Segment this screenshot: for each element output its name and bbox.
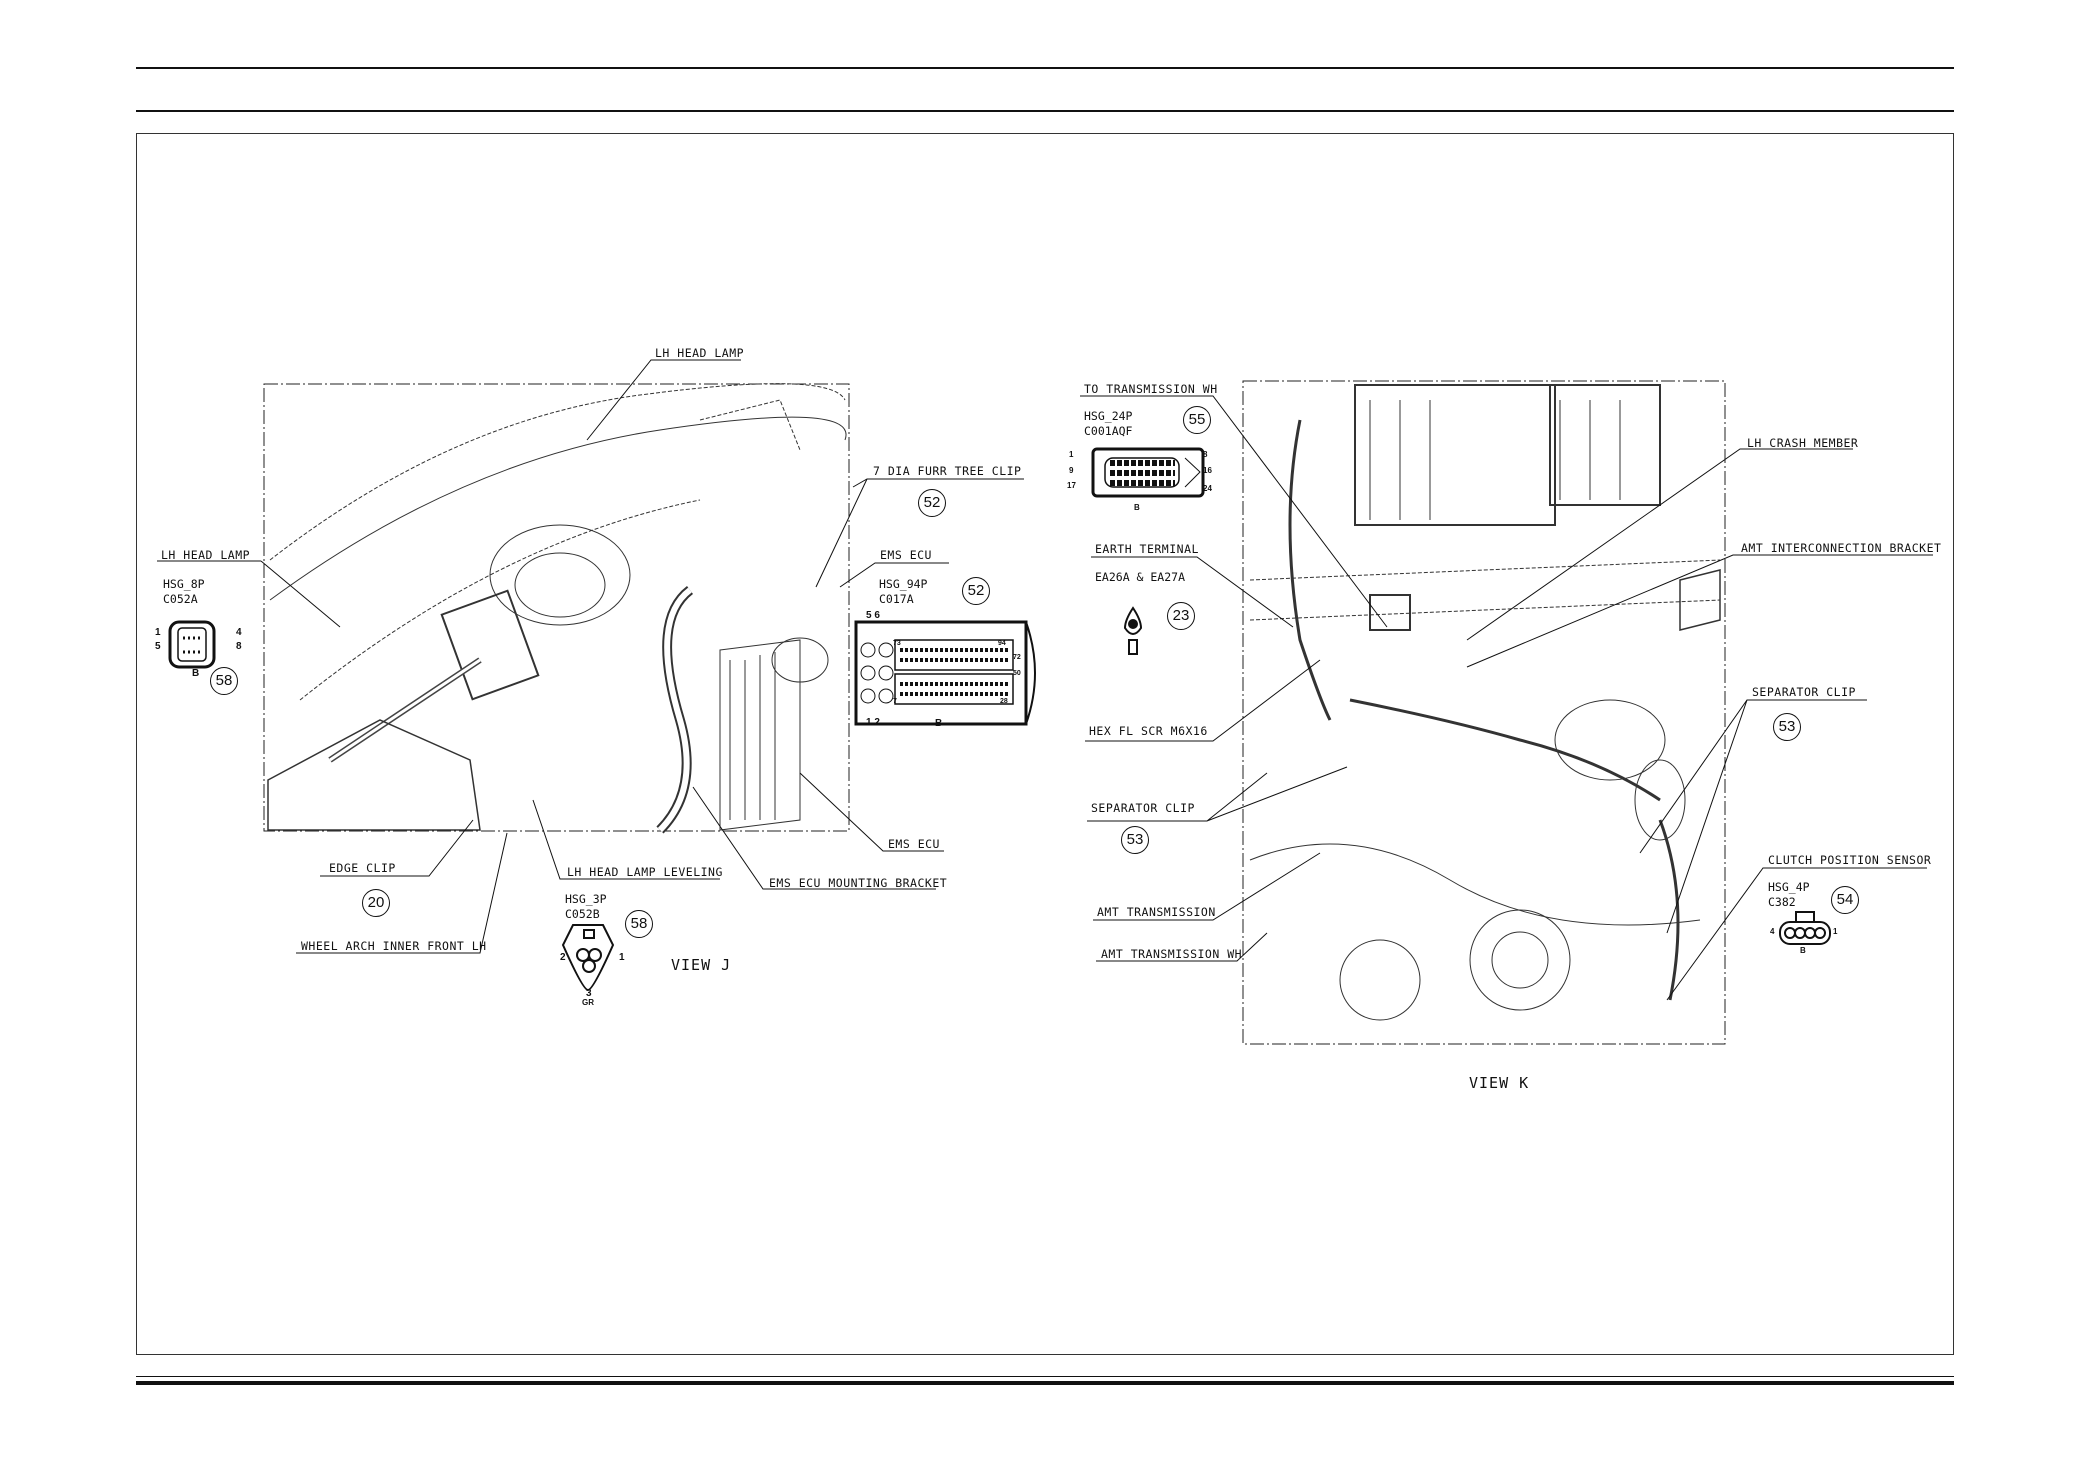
transmission-pin: 16	[1203, 466, 1212, 475]
transmission-connector-icon	[1091, 447, 1205, 498]
callout-leveling: 58	[625, 910, 653, 938]
ecu-code: C017A	[879, 592, 914, 606]
callout-clutch: 54	[1831, 886, 1859, 914]
leveling-connector-icon	[561, 924, 615, 992]
ecu-pin: 28	[1000, 698, 1008, 705]
ecu-side: B	[935, 718, 943, 729]
ecu-pin: 72	[1013, 654, 1021, 661]
leveling-pin: 2	[560, 952, 566, 963]
label-ems-ecu-top: EMS ECU	[880, 548, 932, 562]
label-lh-crash-member: LH CRASH MEMBER	[1747, 436, 1859, 450]
label-amt-transmission-wh: AMT TRANSMISSION WH	[1101, 947, 1243, 961]
transmission-side: B	[1134, 503, 1140, 512]
footer-rule-thin	[136, 1376, 1954, 1377]
label-edge-clip: EDGE CLIP	[329, 861, 396, 875]
ecu-pin: 5 6	[866, 610, 880, 621]
label-lh-head-lamp-leveling: LH HEAD LAMP LEVELING	[567, 865, 723, 879]
ecu-pin: 7	[893, 698, 897, 705]
clutch-pin: 1	[1833, 927, 1838, 936]
head-lamp-housing: HSG_8P	[163, 577, 205, 591]
label-lh-head-lamp-top: LH HEAD LAMP	[655, 346, 745, 360]
view-k-illustration	[1249, 384, 1721, 1021]
callout-furr-clip: 52	[918, 489, 946, 517]
clutch-connector-icon	[1779, 911, 1831, 945]
view-k-title: VIEW K	[1469, 1074, 1530, 1092]
callout-earth: 23	[1167, 602, 1195, 630]
label-lh-head-lamp-left: LH HEAD LAMP	[161, 548, 251, 562]
transmission-pin: 9	[1069, 466, 1074, 475]
transmission-pin: 24	[1203, 484, 1212, 493]
earth-code: EA26A & EA27A	[1095, 570, 1186, 584]
label-amt-transmission: AMT TRANSMISSION	[1097, 905, 1216, 919]
view-j-frame	[263, 383, 850, 832]
transmission-housing: HSG_24P	[1084, 409, 1133, 423]
view-j-title: VIEW J	[671, 956, 732, 974]
callout-separator-left: 53	[1121, 826, 1149, 854]
transmission-code: C001AQF	[1084, 424, 1133, 438]
earth-terminal-icon	[1123, 606, 1143, 655]
ecu-pin: 50	[1013, 670, 1021, 677]
header-rule-top	[136, 67, 1954, 69]
ecu-pin: 94	[998, 640, 1006, 647]
leveling-pin: 1	[619, 952, 625, 963]
leveling-pin: 3	[586, 988, 592, 999]
header-rule-bottom	[136, 110, 1954, 112]
label-earth-terminal: EARTH TERMINAL	[1095, 542, 1199, 556]
leveling-housing: HSG_3P	[565, 892, 607, 906]
head-lamp-side: B	[192, 668, 200, 679]
label-ems-ecu-bracket: EMS ECU MOUNTING BRACKET	[769, 876, 948, 890]
head-lamp-pin: 8	[236, 641, 242, 652]
head-lamp-pin: 1	[155, 627, 161, 638]
label-wheel-arch: WHEEL ARCH INNER FRONT LH	[301, 939, 487, 953]
callout-head-lamp: 58	[210, 667, 238, 695]
label-ems-ecu-bottom: EMS ECU	[888, 837, 940, 851]
callout-ems-ecu: 52	[962, 577, 990, 605]
callout-edge-clip: 20	[362, 889, 390, 917]
ecu-pin: 73	[893, 640, 901, 647]
leveling-code: C052B	[565, 907, 600, 921]
ecu-connector-icon	[854, 620, 1036, 726]
clutch-code: C382	[1768, 895, 1796, 909]
view-k-frame	[1242, 380, 1726, 1045]
leveling-color: GR	[582, 998, 594, 1007]
ecu-housing: HSG_94P	[879, 577, 928, 591]
label-to-transmission-wh: TO TRANSMISSION WH	[1084, 382, 1218, 396]
view-j-illustration	[267, 383, 847, 834]
callout-transmission: 55	[1183, 406, 1211, 434]
label-amt-bracket: AMT INTERCONNECTION BRACKET	[1741, 541, 1942, 555]
clutch-pin: 4	[1770, 927, 1775, 936]
leader-lines	[157, 359, 1933, 1001]
head-lamp-pin: 4	[236, 627, 242, 638]
head-lamp-code: C052A	[163, 592, 198, 606]
ecu-pin: 1 2	[866, 717, 880, 728]
transmission-pin: 1	[1069, 450, 1074, 459]
clutch-side: B	[1800, 946, 1806, 955]
callout-separator-right: 53	[1773, 713, 1801, 741]
clutch-housing: HSG_4P	[1768, 880, 1810, 894]
transmission-pin: 8	[1203, 450, 1208, 459]
transmission-pin: 17	[1067, 481, 1076, 490]
head-lamp-pin: 5	[155, 641, 161, 652]
label-furr-tree-clip: 7 DIA FURR TREE CLIP	[873, 464, 1022, 478]
label-hex-screw: HEX FL SCR M6X16	[1089, 724, 1208, 738]
drawing-frame	[136, 133, 1954, 1355]
head-lamp-connector-icon	[168, 620, 216, 669]
label-separator-clip-left: SEPARATOR CLIP	[1091, 801, 1195, 815]
label-clutch-sensor: CLUTCH POSITION SENSOR	[1768, 853, 1932, 867]
footer-rule-thick	[136, 1381, 1954, 1385]
label-separator-clip-right: SEPARATOR CLIP	[1752, 685, 1856, 699]
